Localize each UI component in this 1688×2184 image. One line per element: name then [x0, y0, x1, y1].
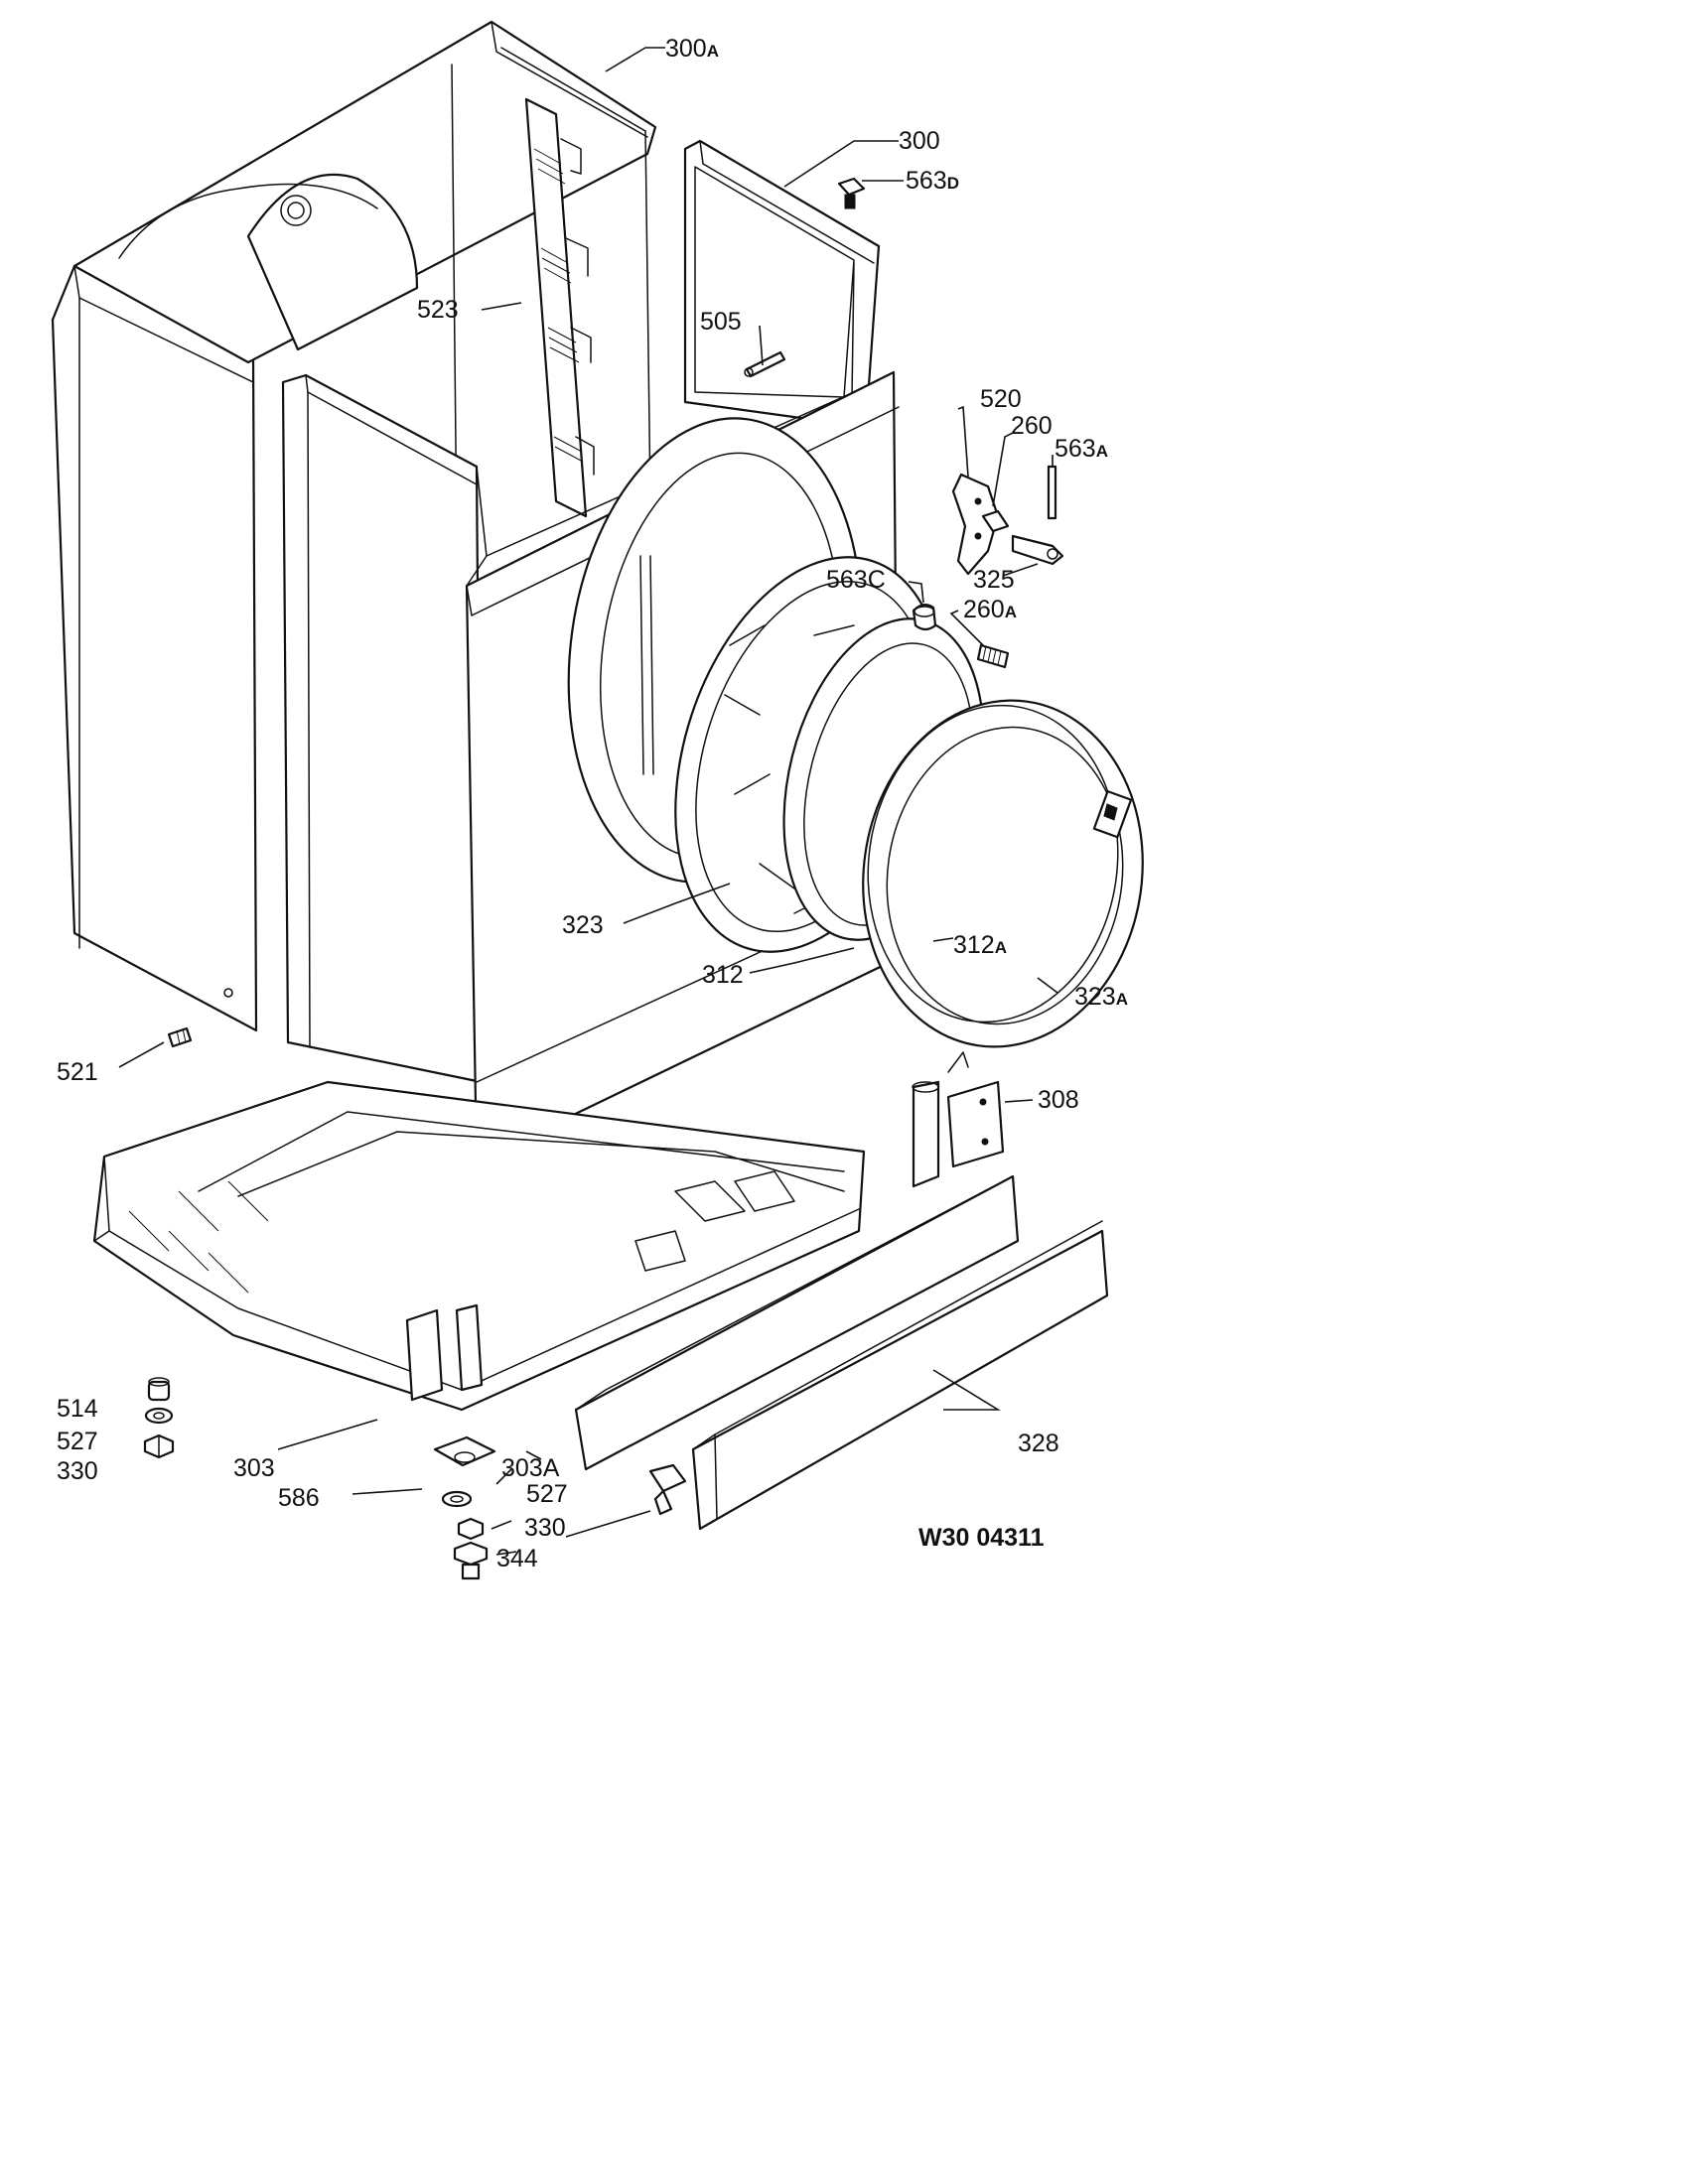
label-330: 330	[57, 1457, 98, 1485]
label-260: 260	[1011, 412, 1053, 440]
label-328: 328	[1018, 1430, 1059, 1457]
washer-527b	[441, 1490, 473, 1508]
hinge-assembly	[912, 465, 1064, 669]
base-frame-303	[92, 1080, 866, 1412]
label-303a: 303A	[501, 1454, 560, 1482]
label-563c: 563C	[826, 566, 886, 594]
label-300: 300	[899, 127, 940, 155]
frame-member-523	[524, 97, 595, 518]
label-323a: 323A	[1074, 983, 1128, 1011]
side-panel	[51, 252, 258, 1032]
foot-514	[147, 1377, 171, 1402]
plinth-328	[691, 1220, 1109, 1531]
label-344: 344	[496, 1545, 538, 1572]
label-312: 312	[702, 961, 744, 989]
label-563a: 563A	[1055, 435, 1108, 463]
label-260a: 260A	[963, 596, 1017, 623]
rod-505	[744, 350, 786, 378]
label-523: 523	[417, 296, 459, 324]
screw-521	[167, 1026, 193, 1048]
label-563d: 563D	[906, 167, 959, 195]
kick-panel	[574, 1174, 1020, 1471]
label-308: 308	[1038, 1086, 1079, 1114]
bolt-344	[453, 1541, 489, 1580]
label-527b: 527	[526, 1480, 568, 1508]
label-300a: 300A	[665, 35, 719, 63]
part-labels: 300A 300 563D 523 505 520 260 563A 325 5…	[57, 35, 1128, 1572]
nut-330	[143, 1433, 175, 1459]
label-323: 323	[562, 911, 604, 939]
label-527: 527	[57, 1428, 98, 1455]
washer-527	[144, 1407, 174, 1425]
nut-330b	[457, 1517, 485, 1541]
foot-586	[433, 1435, 496, 1467]
clip-303a	[648, 1463, 687, 1516]
label-521: 521	[57, 1058, 98, 1086]
drawing-code: W30 04311	[918, 1524, 1045, 1552]
label-520: 520	[980, 385, 1022, 413]
label-303: 303	[233, 1454, 275, 1482]
label-325: 325	[973, 566, 1015, 594]
label-586: 586	[278, 1484, 320, 1512]
leader-lines	[118, 47, 1058, 1556]
label-514: 514	[57, 1395, 98, 1423]
label-312a: 312A	[953, 931, 1007, 959]
clip-563d	[837, 177, 866, 209]
hinge-bracket-308	[912, 1051, 1005, 1188]
label-505: 505	[700, 308, 742, 336]
door-ring-323a	[862, 699, 1144, 1048]
label-330b: 330	[524, 1514, 566, 1542]
